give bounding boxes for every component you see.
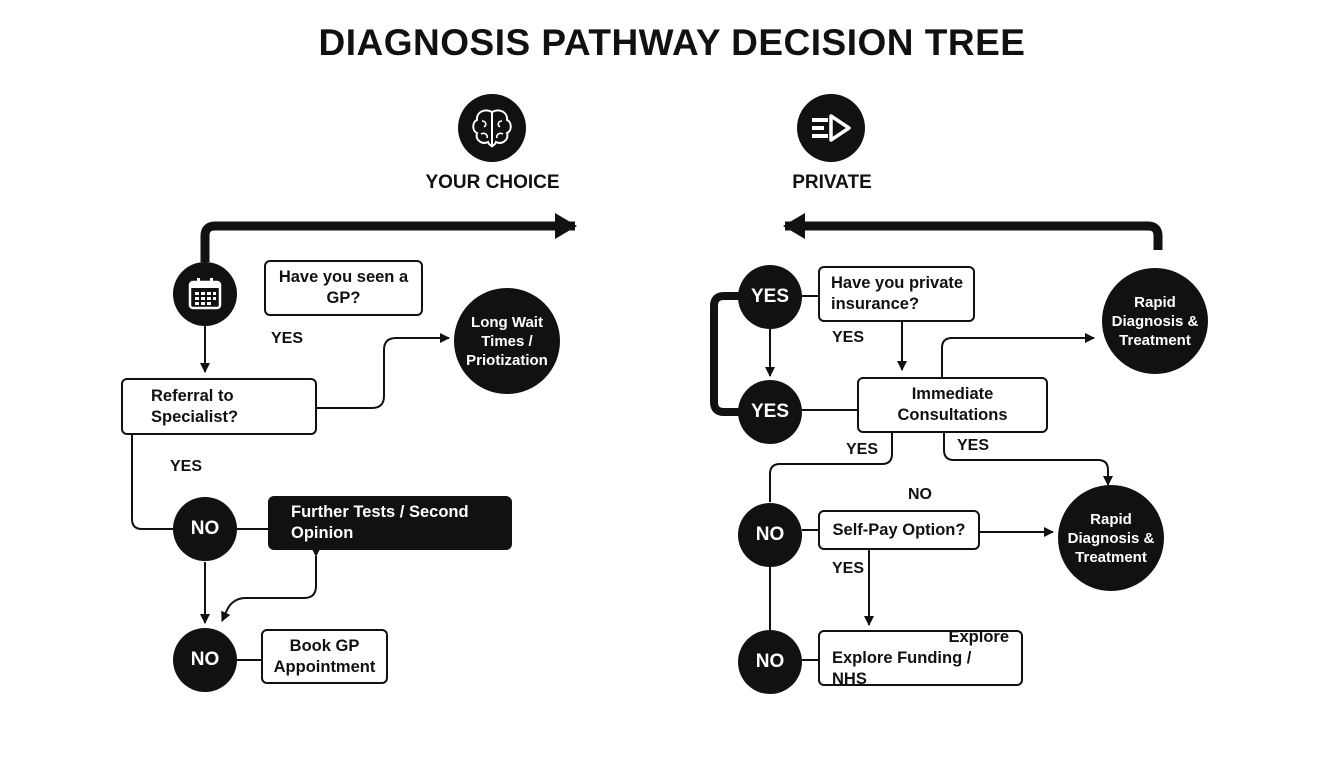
edge-immediate-to-no xyxy=(769,433,893,502)
no-node-right-2: NO xyxy=(738,630,802,694)
rapid-node-1: Rapid Diagnosis & Treatment xyxy=(1102,268,1208,374)
page-title: DIAGNOSIS PATHWAY DECISION TREE xyxy=(318,22,1026,63)
yes-label-left-1: YES xyxy=(271,330,304,347)
edge-referral-to-longwait xyxy=(317,333,450,409)
header-your-choice: YOUR CHOICE xyxy=(425,172,560,193)
brain-icon xyxy=(458,94,526,162)
no-node-right-1: NO xyxy=(738,503,802,567)
private-insurance-question: Have you private insurance? xyxy=(818,266,975,322)
yes-label-right-3: YES xyxy=(957,437,990,454)
header-private: PRIVATE xyxy=(792,172,872,193)
no-label-right: NO xyxy=(908,486,932,503)
yes-label-right-4: YES xyxy=(832,560,865,577)
long-wait-node: Long Wait Times / Priotization xyxy=(454,288,560,394)
arrow-play-icon xyxy=(797,94,865,162)
immediate-consultations-node: Immediate Consultations xyxy=(857,377,1048,433)
rapid-node-2: Rapid Diagnosis & Treatment xyxy=(1058,485,1164,591)
calendar-node xyxy=(173,262,237,326)
right-top-bracket xyxy=(783,213,1163,250)
explore-title: Explore xyxy=(948,627,1009,646)
yes-label-right-1: YES xyxy=(832,329,865,346)
no-node-left-1: NO xyxy=(173,497,237,561)
no-node-left-2: NO xyxy=(173,628,237,692)
further-tests-node: Further Tests / Second Opinion xyxy=(268,496,512,550)
yes-node-right-2: YES xyxy=(738,380,802,444)
explore-funding-label: Explore Funding / NHS xyxy=(832,648,972,688)
book-gp-node: Book GP Appointment xyxy=(261,629,388,684)
edge-immediate-to-rapid1 xyxy=(941,333,1095,377)
referral-question: Referral to Specialist? xyxy=(121,378,317,435)
seen-gp-question: Have you seen a GP? xyxy=(264,260,423,316)
yes-label-right-2: YES xyxy=(846,441,879,458)
edge-referral-to-no xyxy=(131,435,175,530)
edge-immediate-to-rapid2 xyxy=(943,433,1113,486)
self-pay-question: Self-Pay Option? xyxy=(818,510,980,550)
left-top-bracket xyxy=(200,213,577,262)
edge-bidirectional xyxy=(221,547,321,622)
yes-label-left-2: YES xyxy=(170,458,203,475)
right-yes-loop xyxy=(710,292,740,416)
explore-node: Explore Explore Funding / NHS xyxy=(818,627,1023,688)
yes-node-right-1: YES xyxy=(738,265,802,329)
calendar-icon xyxy=(188,278,222,310)
